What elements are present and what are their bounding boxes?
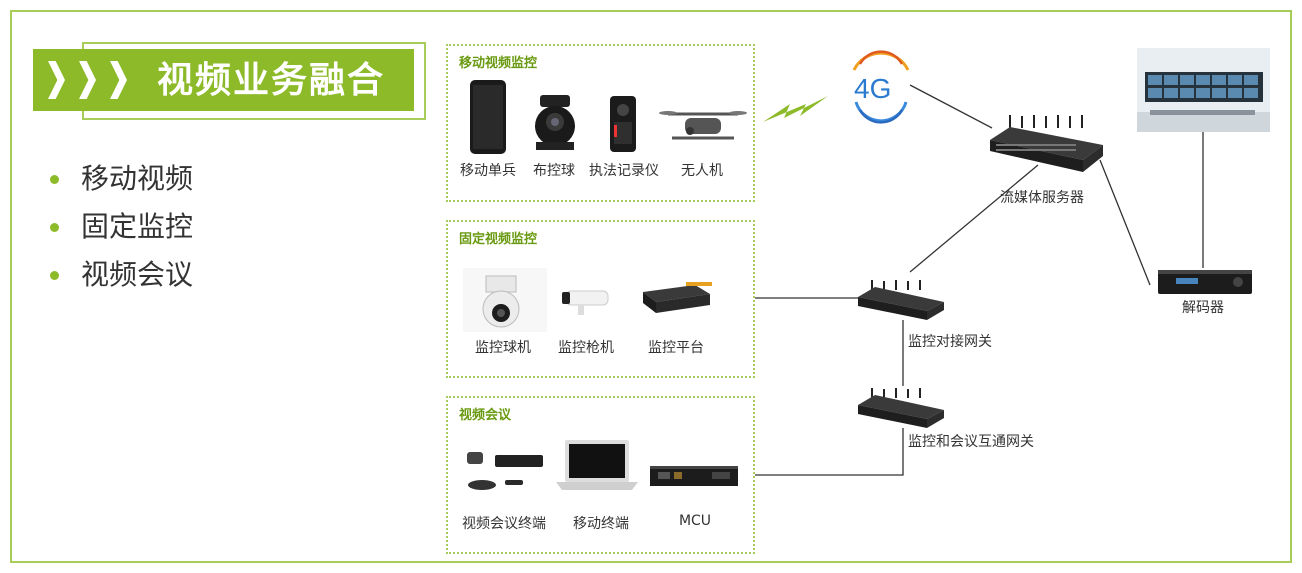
monitor-platform-device — [643, 282, 712, 313]
4g-signal-icon: 4G — [852, 50, 910, 124]
group-mobile-video: 移动视频监控 — [446, 44, 755, 202]
link-server-decoder — [1099, 159, 1151, 286]
video-wall-image — [1137, 48, 1270, 132]
device-label: 监控枪机 — [558, 340, 614, 356]
device-label: 移动单兵 — [460, 163, 516, 179]
link-meeting-gw — [755, 428, 904, 476]
dome-camera-device — [463, 268, 547, 332]
bullet-camera-device — [562, 290, 609, 315]
connection-lines — [755, 84, 1204, 476]
meeting-gateway-device — [858, 388, 944, 428]
group-fixed-surveillance: 固定视频监控 — [446, 220, 755, 378]
media-server-label: 流媒体服务器 — [1000, 190, 1084, 206]
decoder-label: 解码器 — [1182, 300, 1224, 316]
drone-device — [659, 111, 747, 140]
group-title: 固定视频监控 — [459, 232, 538, 247]
svg-text:4G: 4G — [854, 73, 891, 104]
device-label: 布控球 — [533, 163, 575, 179]
page-title: 视频业务融合 — [157, 60, 386, 101]
bullet-label: 移动视频 — [81, 162, 194, 195]
media-server-device — [990, 115, 1103, 172]
lightning-icon — [763, 96, 828, 122]
device-label: 视频会议终端 — [462, 516, 546, 532]
decoder-device — [1158, 270, 1252, 294]
device-label: 监控球机 — [475, 340, 531, 356]
diagram-frame — [10, 10, 1292, 563]
device-label: 无人机 — [681, 163, 723, 179]
device-label: MCU — [678, 513, 712, 529]
bullet-item: 移动视频 — [50, 155, 193, 203]
bullet-item: 视频会议 — [50, 251, 193, 299]
link-server-monitor-gw — [909, 164, 1039, 273]
device-label: 监控平台 — [648, 340, 704, 356]
ptz-ball-device — [535, 95, 575, 150]
device-label: 移动终端 — [573, 516, 629, 532]
meeting-terminal-device — [467, 452, 543, 490]
group-title: 视频会议 — [459, 408, 512, 423]
group-video-meeting: 视频会议 — [446, 396, 755, 554]
group-title: 移动视频监控 — [459, 56, 538, 71]
phone-device — [470, 80, 506, 154]
monitor-gateway-label: 监控对接网关 — [908, 334, 992, 350]
laptop-device — [556, 440, 638, 490]
mcu-device — [650, 466, 738, 486]
title-banner — [33, 49, 414, 111]
meeting-gateway-label: 监控和会议互通网关 — [908, 434, 1034, 450]
device-label: 执法记录仪 — [589, 163, 659, 179]
bullet-item: 固定监控 — [50, 203, 193, 251]
bullet-label: 视频会议 — [81, 258, 194, 291]
bullet-label: 固定监控 — [81, 210, 194, 243]
body-cam-device — [610, 96, 636, 152]
bullet-list: 移动视频 固定监控 视频会议 — [50, 155, 193, 299]
link-4g-server — [909, 84, 993, 129]
monitor-gateway-device — [858, 280, 944, 320]
